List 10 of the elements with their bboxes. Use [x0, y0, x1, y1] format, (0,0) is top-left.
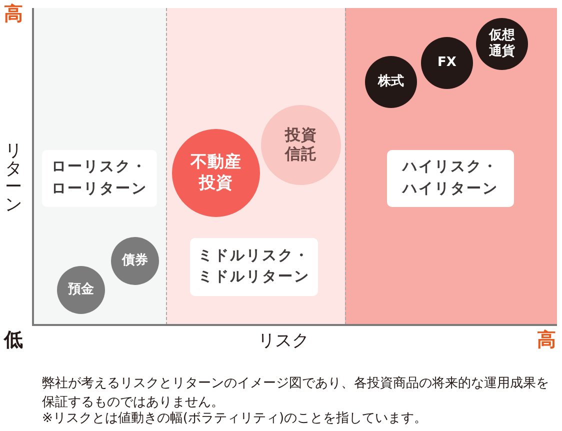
zone-label: ハイリスク・ハイリターン — [387, 150, 514, 207]
axis-end-label: 高 — [4, 4, 23, 25]
axis-title: リターン — [5, 142, 22, 214]
zone-label: ローリスク・ローリターン — [42, 150, 157, 207]
axis-title: リスク — [258, 332, 309, 351]
footnote: ※リスクとは値動きの幅(ボラティリティ)のことを指しています。 — [42, 412, 428, 426]
zone-label: ミドルリスク・ミドルリターン — [190, 238, 318, 296]
axis-end-label: 高 — [537, 330, 556, 351]
axis-end-label: 低 — [4, 330, 23, 351]
caption: 弊社が考えるリスクとリターンのイメージ図であり、各投資商品の将来的な運用成果を保証するものではありません。 — [42, 375, 550, 411]
